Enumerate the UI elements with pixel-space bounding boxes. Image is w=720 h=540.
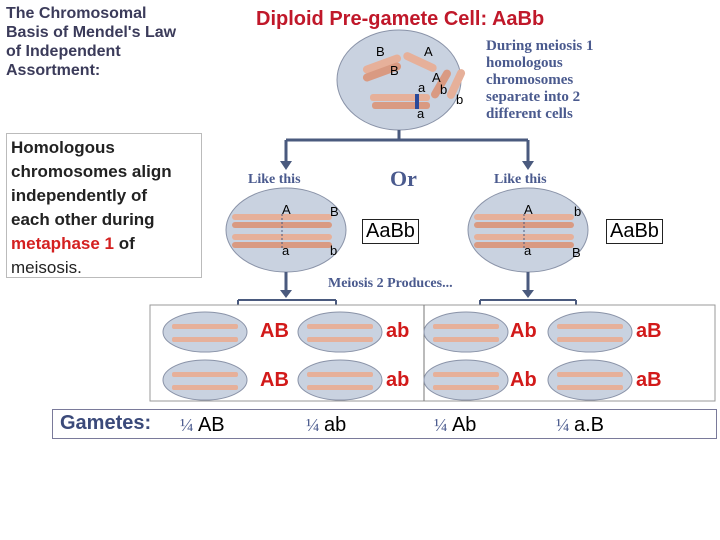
allele-a-1: a [418, 80, 426, 95]
homo-line-6: meisosis. [11, 258, 82, 277]
title-line-4: Assortment: [6, 62, 101, 79]
note-line-3: chromosomes [486, 72, 574, 88]
left-allele-A: A [282, 202, 291, 217]
right-cell-chromosomes [474, 214, 574, 248]
title-line-1: The Chromosomal [6, 5, 147, 22]
note-line-4: separate into 2 [486, 89, 581, 105]
metaphase-highlight: metaphase 1 [11, 234, 114, 253]
meiosis1-right-cell [467, 187, 589, 273]
gamete-3-allele: Ab [451, 414, 477, 436]
result-r2-3: Ab [510, 369, 537, 391]
left-allele-B: B [330, 204, 339, 219]
gamete-2-fraction: ¼ [306, 415, 320, 435]
gametes-box [52, 409, 717, 439]
result-r2-2: ab [386, 369, 410, 391]
homo-line-3: independently of [11, 186, 147, 205]
gamete-1-allele: AB [197, 414, 225, 436]
split-connector [284, 130, 530, 163]
gamete-4-allele: a.B [573, 414, 604, 436]
gamete-3: ¼ Ab [434, 414, 476, 437]
diagram-title: The Chromosomal Basis of Mendel's Law of… [6, 4, 236, 80]
gamete-1-fraction: ¼ [180, 415, 194, 435]
allele-b-2: b [456, 92, 464, 107]
or-label: Or [390, 166, 417, 191]
result-r1-4: aB [636, 320, 662, 342]
note-line-2: homologous [486, 55, 563, 71]
result-r2-1: AB [260, 369, 289, 391]
meiosis1-note: During meiosis 1 homologous chromosomes … [486, 38, 636, 123]
right-allele-B: B [572, 245, 581, 260]
meiosis2-label: Meiosis 2 Produces... [328, 276, 453, 291]
right-cell-genotype: AaBb [606, 219, 663, 244]
gamete-4: ¼ a.B [556, 414, 604, 437]
like-this-right: Like this [494, 172, 547, 187]
parent-chromosomes [362, 52, 466, 109]
result-r1-1: AB [260, 320, 289, 342]
gamete-3-fraction: ¼ [434, 415, 448, 435]
title-line-2: Basis of Mendel's Law [6, 24, 177, 41]
homo-line-4: each other during [11, 210, 155, 229]
homo-line-5: metaphase 1 of [11, 232, 197, 256]
homologous-note-box: Homologous chromosomes align independent… [6, 133, 202, 278]
allele-b-1: b [440, 82, 448, 97]
result-r1-2: ab [386, 320, 410, 342]
right-allele-A: A [524, 202, 533, 217]
result-r2-4: aB [636, 369, 662, 391]
homo-line-2: chromosomes align [11, 162, 172, 181]
gamete-1: ¼ AB [180, 414, 225, 437]
meiosis1-left-cell [225, 187, 347, 273]
gamete-cells [162, 311, 633, 401]
allele-A-1: A [424, 44, 433, 59]
note-line-1: During meiosis 1 [486, 38, 594, 54]
gametes-label: Gametes: [60, 412, 152, 434]
left-cell-chromosomes [232, 214, 332, 248]
allele-B-2: B [390, 63, 399, 78]
allele-B-1: B [376, 44, 385, 59]
left-allele-b: b [330, 243, 338, 258]
homo-line-5-rest: of [114, 234, 135, 253]
right-allele-b: b [574, 204, 582, 219]
result-r1-3: Ab [510, 320, 537, 342]
allele-A-2: A [432, 70, 441, 85]
gamete-2-allele: ab [323, 414, 347, 436]
right-allele-a: a [524, 243, 532, 258]
like-this-left: Like this [248, 172, 301, 187]
main-title: Diploid Pre-gamete Cell: AaBb [256, 8, 545, 30]
gamete-2: ¼ ab [306, 414, 346, 437]
title-line-3: of Independent [6, 43, 121, 60]
left-allele-a: a [282, 243, 290, 258]
gamete-4-fraction: ¼ [556, 415, 570, 435]
allele-a-2: a [417, 106, 425, 121]
note-line-5: different cells [486, 106, 573, 122]
homo-line-1: Homologous [11, 138, 115, 157]
left-cell-genotype: AaBb [362, 219, 419, 244]
